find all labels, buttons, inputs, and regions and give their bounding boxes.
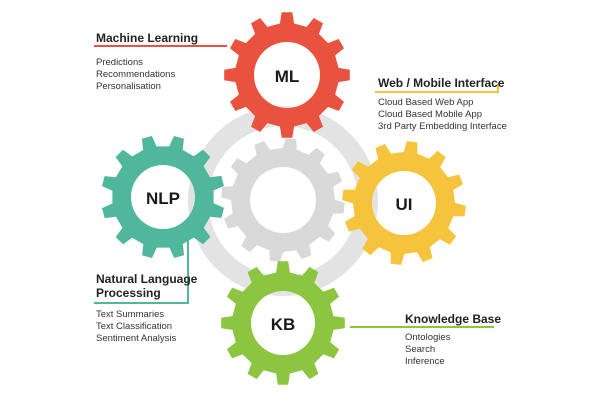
kb-gear: KB bbox=[221, 261, 345, 385]
nlp-gear-label: NLP bbox=[146, 189, 180, 208]
ml-item: Predictions bbox=[96, 57, 143, 68]
ui-items: Cloud Based Web App Cloud Based Mobile A… bbox=[378, 97, 507, 133]
center-gear bbox=[221, 138, 345, 262]
center-gear-shape bbox=[221, 138, 345, 262]
ml-item: Personalisation bbox=[96, 81, 161, 92]
kb-gear-label: KB bbox=[271, 315, 296, 334]
ui-leader-line bbox=[375, 84, 499, 93]
kb-heading: Knowledge Base bbox=[405, 312, 502, 326]
nlp-item: Text Classification bbox=[96, 321, 173, 332]
center-gear-hole bbox=[273, 186, 293, 214]
nlp-heading-line1: Natural Language bbox=[96, 272, 198, 286]
kb-item: Search bbox=[405, 344, 436, 355]
ui-gear-label: UI bbox=[396, 195, 413, 214]
nlp-gear-shape bbox=[102, 136, 224, 258]
kb-item: Ontologies bbox=[405, 332, 451, 343]
nlp-gear: NLP bbox=[102, 136, 224, 258]
kb-item: Inference bbox=[405, 356, 445, 367]
ml-gear-label: ML bbox=[275, 67, 300, 86]
nlp-item: Sentiment Analysis bbox=[96, 333, 177, 344]
ui-gear-shape bbox=[342, 141, 466, 265]
kb-items: Ontologies Search Inference bbox=[405, 332, 450, 368]
ml-items: Predictions Recommendations Personalisat… bbox=[96, 57, 175, 93]
ml-heading: Machine Learning bbox=[96, 31, 199, 45]
kb-gear-shape bbox=[221, 261, 345, 385]
ml-item: Recommendations bbox=[96, 69, 176, 80]
ml-gear: ML bbox=[224, 12, 350, 138]
nlp-items: Text Summaries Text Classification Senti… bbox=[96, 309, 176, 345]
ui-gear: UI bbox=[342, 141, 466, 265]
nlp-leader-line bbox=[94, 220, 189, 304]
ui-item: 3rd Party Embedding Interface bbox=[378, 121, 507, 132]
ui-heading: Web / Mobile Interface bbox=[378, 76, 505, 90]
nlp-item: Text Summaries bbox=[96, 309, 165, 320]
ui-item: Cloud Based Web App bbox=[378, 97, 474, 108]
ui-item: Cloud Based Mobile App bbox=[378, 109, 483, 120]
ml-gear-shape bbox=[224, 12, 350, 138]
nlp-heading-line2: Processing bbox=[96, 286, 161, 300]
